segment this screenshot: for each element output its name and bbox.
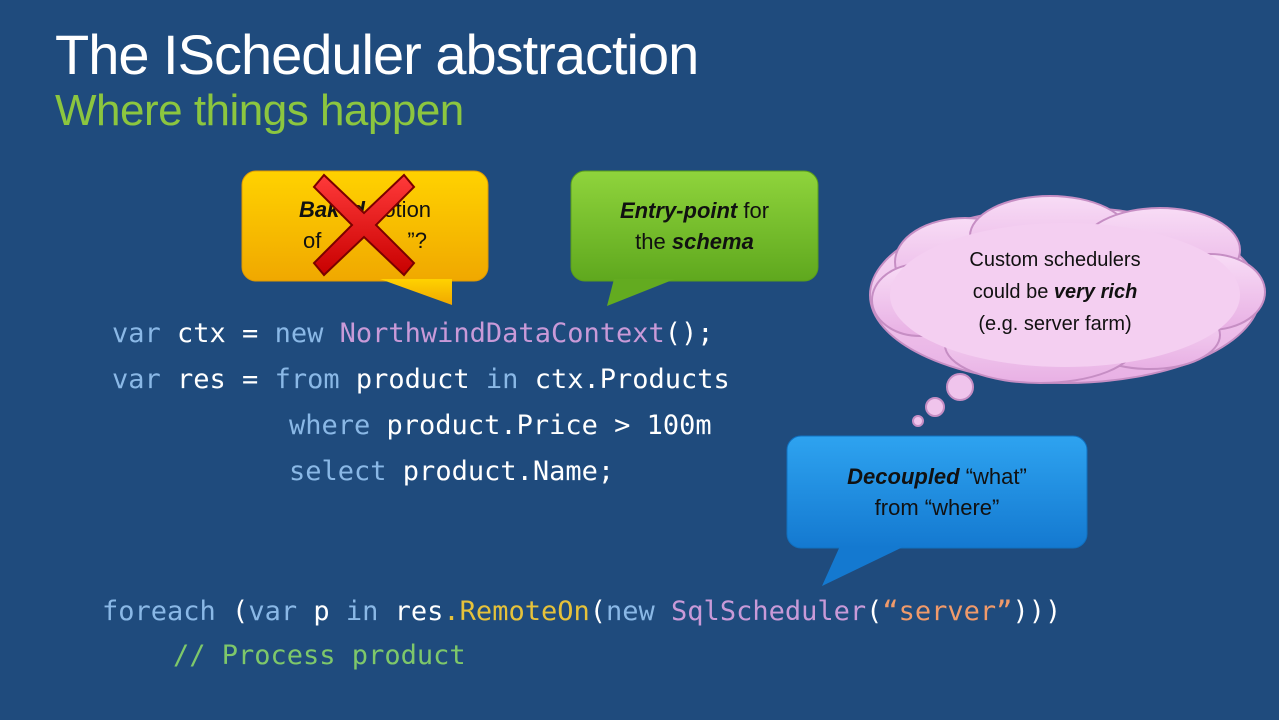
- code-text: (: [866, 596, 883, 627]
- code-line-2: var res = from product in ctx.Products: [112, 366, 730, 393]
- thought-dot-large: [946, 373, 974, 401]
- decoupled-callout-shape: [786, 435, 1088, 586]
- decoupled-line1: Decoupled “what”: [787, 462, 1087, 492]
- code-text: ctx =: [160, 318, 275, 349]
- string-literal: “server”: [882, 596, 1013, 627]
- kw-foreach: foreach: [102, 596, 216, 627]
- method-name: .RemoteOn: [443, 596, 590, 627]
- decoupled-rest: “what”: [959, 464, 1027, 489]
- code-comment: // Process product: [173, 640, 466, 671]
- kw-var: var: [112, 364, 161, 395]
- code-text: [323, 318, 339, 349]
- code-text: res: [378, 596, 444, 627]
- thought-dot-medium: [925, 397, 945, 417]
- cloud-line3: (e.g. server farm): [978, 313, 1132, 335]
- cloud-fill: [890, 223, 1240, 367]
- entry-point-schema: schema: [671, 229, 754, 254]
- code-text: product.Name;: [386, 456, 615, 487]
- code-text: (: [589, 596, 606, 627]
- code-line-1: var ctx = new NorthwindDataContext();: [112, 320, 714, 347]
- code-text: res =: [160, 364, 275, 395]
- type-name: SqlScheduler: [671, 596, 867, 627]
- code-text: ();: [664, 318, 714, 349]
- code-line-3: where product.Price > 100m: [289, 412, 712, 439]
- code-line-5: foreach (var p in res.RemoteOn(new SqlSc…: [102, 598, 1061, 625]
- cloud-line2a: could be: [972, 281, 1054, 303]
- cloud-line1: Custom schedulers: [969, 249, 1141, 271]
- code-text: product.Price > 100m: [370, 410, 712, 441]
- kw-new: new: [274, 318, 324, 349]
- decoupled-callout: Decoupled “what” from “where”: [787, 436, 1087, 548]
- kw-from: from: [274, 364, 340, 395]
- kw-new: new: [606, 596, 655, 627]
- decoupled-line2: from “where”: [874, 495, 1000, 520]
- slide-subtitle: Where things happen: [55, 86, 464, 135]
- code-text: ))): [1012, 596, 1062, 627]
- entry-point-bold: Entry-point: [619, 198, 738, 223]
- kw-select: select: [289, 456, 387, 487]
- baked-in-line2: of ”?: [242, 226, 488, 256]
- code-text: ctx.Products: [518, 364, 730, 395]
- baked-in-line2a: of: [303, 228, 322, 253]
- code-line-6: // Process product: [173, 642, 466, 669]
- kw-var: var: [248, 596, 298, 627]
- entry-point-callout: Entry-point for the schema: [571, 171, 818, 281]
- entry-point-rest: for: [737, 198, 770, 223]
- baked-in-line2b: ”?: [407, 228, 427, 253]
- cloud-very-rich: very rich: [1053, 281, 1138, 303]
- code-line-4: select product.Name;: [289, 458, 614, 485]
- decoupled-bold: Decoupled: [847, 464, 960, 489]
- entry-point-line2: the schema: [571, 227, 818, 257]
- code-text: product: [339, 364, 486, 395]
- entry-point-line2a: the: [635, 229, 672, 254]
- kw-in: in: [485, 364, 519, 395]
- cloud-line2: could be very rich: [920, 276, 1190, 308]
- entry-point-callout-shape: [570, 170, 819, 306]
- kw-var: var: [112, 318, 161, 349]
- custom-schedulers-text: Custom schedulers could be very rich (e.…: [920, 244, 1190, 340]
- code-text: [655, 596, 671, 627]
- kw-in: in: [345, 596, 379, 627]
- code-text: (: [215, 596, 249, 627]
- type-name: NorthwindDataContext: [339, 318, 665, 349]
- entry-point-line1: Entry-point for: [571, 196, 818, 226]
- thought-dot-small: [912, 415, 924, 427]
- kw-where: where: [289, 410, 371, 441]
- code-text: p: [297, 596, 346, 627]
- slide-title: The IScheduler abstraction: [55, 23, 699, 86]
